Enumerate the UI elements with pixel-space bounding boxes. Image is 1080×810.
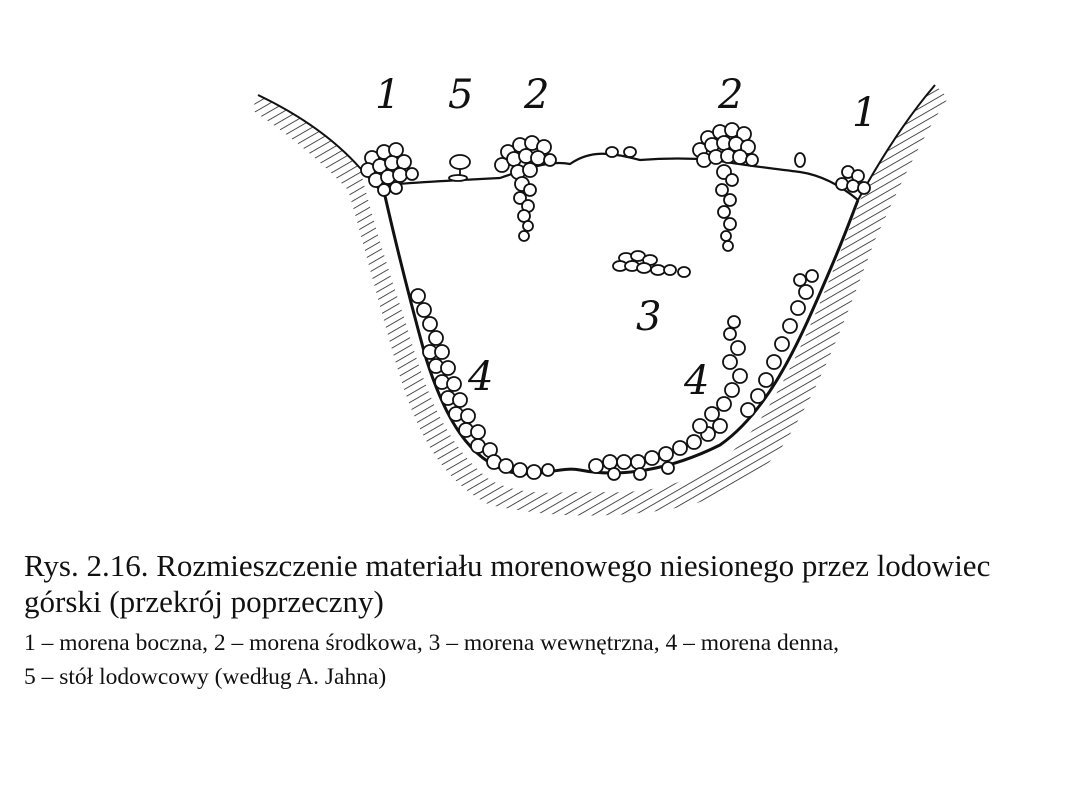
- lateral-moraine-right: [835, 165, 871, 195]
- legend-line-2: 5 – stół lodowcowy (według A. Jahna): [24, 664, 387, 690]
- caption-legend: 1 – morena boczna, 2 – morena środkowa, …: [24, 626, 1074, 694]
- ground-moraine-left: [410, 288, 555, 480]
- caption-title: Rys. 2.16. Rozmieszczenie materiału more…: [24, 548, 991, 619]
- label-2-left: 2: [523, 72, 549, 118]
- label-4-right: 4: [683, 358, 709, 404]
- legend-line-1: 1 – morena boczna, 2 – morena środkowa, …: [24, 630, 840, 656]
- glacier-surface: [384, 152, 859, 201]
- label-2-right: 2: [717, 72, 743, 118]
- label-1-right: 1: [852, 90, 877, 136]
- medial-moraine-right: [692, 122, 759, 252]
- ground-moraine-right: [588, 269, 819, 481]
- label-1-left: 1: [375, 72, 400, 118]
- figure-caption: Rys. 2.16. Rozmieszczenie materiału more…: [24, 548, 1074, 694]
- label-4-left: 4: [467, 354, 493, 400]
- surface-stones-center: [605, 146, 806, 168]
- lateral-moraine-left: [360, 142, 419, 197]
- bedrock-band: [252, 85, 948, 516]
- label-5: 5: [448, 72, 473, 118]
- glacier-cross-section-diagram: 1 5 2 2 1 3 4 4: [252, 72, 948, 516]
- left-valley-wall: [257, 94, 386, 197]
- englacial-moraine: [612, 250, 691, 278]
- label-3: 3: [636, 294, 661, 340]
- medial-moraine-left: [494, 135, 557, 242]
- glacier-table: [448, 154, 471, 182]
